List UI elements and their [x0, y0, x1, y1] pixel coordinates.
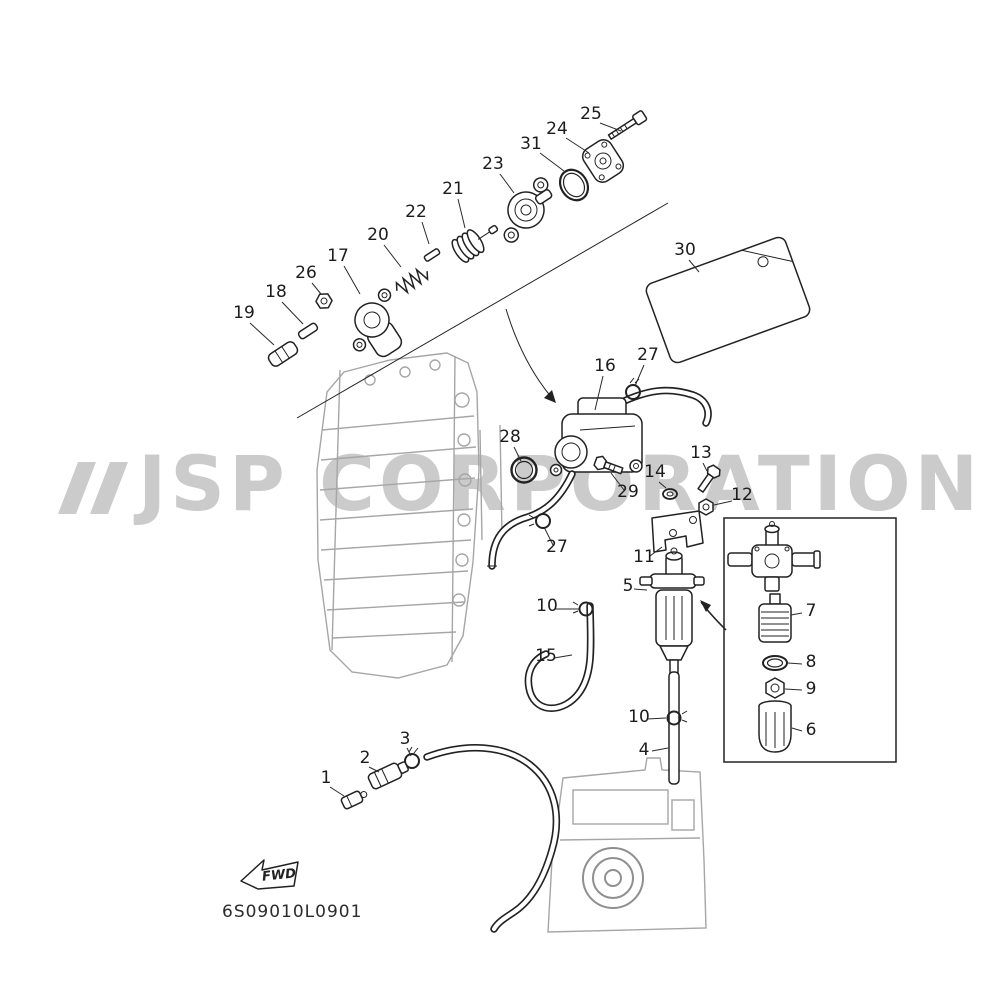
callout-7: 7 [806, 601, 817, 621]
callout-27-top: 27 [637, 345, 659, 365]
callout-25: 25 [580, 104, 602, 124]
callout-15: 15 [535, 646, 557, 666]
callout-26: 26 [295, 263, 317, 283]
plunger-19 [267, 341, 299, 367]
bolt-13 [697, 464, 721, 493]
callout-18: 18 [265, 282, 287, 302]
install-arrow [700, 600, 727, 631]
fuel-cock [727, 521, 821, 592]
fuel-hose-4 [668, 671, 680, 785]
callout-28: 28 [499, 427, 521, 447]
watermark: JSP CORPORATION [58, 439, 978, 528]
diaphragm-stack-21 [451, 224, 499, 263]
long-fuel-hose [423, 744, 561, 933]
gasket-31 [558, 168, 590, 202]
assembly-arrow [505, 308, 556, 403]
washer-14 [662, 488, 678, 500]
fwd-arrow: FWD [240, 859, 299, 890]
bracket-11 [651, 510, 704, 553]
callout-27-bottom: 27 [546, 537, 568, 557]
callout-9: 9 [806, 679, 817, 699]
callout-2: 2 [360, 748, 371, 768]
callout-5: 5 [623, 576, 634, 596]
callout-1: 1 [321, 768, 332, 788]
screw-25 [607, 110, 648, 140]
callout-11: 11 [633, 547, 655, 567]
callout-17: 17 [327, 246, 349, 266]
leader-lines [249, 122, 803, 797]
callout-20: 20 [367, 225, 389, 245]
drawing-code: 6S09010L0901 [222, 902, 362, 922]
fuel-filter-5 [639, 547, 705, 675]
joint-2 [367, 761, 409, 790]
hose-clamp-3 [404, 746, 420, 769]
callout-14: 14 [644, 462, 666, 482]
callout-31: 31 [520, 134, 542, 154]
callout-8: 8 [806, 652, 817, 672]
callout-6: 6 [806, 720, 817, 740]
callout-13: 13 [690, 443, 712, 463]
exploded-axis-line [296, 202, 669, 419]
callout-10-lower: 10 [628, 707, 650, 727]
lower-engine-section [547, 757, 707, 933]
screw-29 [593, 455, 624, 475]
nut-12 [698, 498, 714, 516]
hose-clamp-10-upper [572, 601, 594, 617]
callout-23: 23 [482, 154, 504, 174]
spring-20 [395, 267, 429, 295]
engine-block [316, 352, 503, 679]
callout-16: 16 [594, 356, 616, 376]
callout-21: 21 [442, 179, 464, 199]
pin-22 [423, 248, 441, 262]
callout-3: 3 [400, 729, 411, 749]
callout-10-upper: 10 [536, 596, 558, 616]
callouts: 25 24 31 23 21 22 20 17 26 18 19 30 16 2… [233, 104, 816, 788]
fwd-label: FWD [261, 866, 297, 884]
filter-element-7 [758, 593, 792, 643]
callout-4: 4 [639, 740, 650, 760]
callout-30: 30 [674, 240, 696, 260]
nut-9 [765, 677, 785, 699]
callout-24: 24 [546, 119, 568, 139]
pump-body-23 [503, 177, 553, 243]
hose-clamp-10-lower [666, 710, 688, 726]
o-ring-28 [510, 456, 538, 484]
callout-29: 29 [617, 482, 639, 502]
pump-bracket-17 [352, 288, 403, 358]
fuel-pump-16 [549, 386, 712, 477]
nut-26 [315, 293, 333, 309]
plate-30 [645, 236, 811, 364]
callout-22: 22 [405, 202, 427, 222]
fitting-1 [340, 790, 368, 810]
callout-12: 12 [731, 485, 753, 505]
fuel-hose-15 [524, 602, 595, 712]
filter-cup-6 [758, 700, 792, 753]
watermark-logo-icon [58, 462, 96, 514]
callout-19: 19 [233, 303, 255, 323]
hose-clamp-27-bottom [528, 513, 551, 529]
filter-detail-box [700, 517, 897, 763]
cover-24 [581, 139, 625, 183]
outlet-pipe [487, 470, 576, 570]
o-ring-8 [762, 655, 788, 671]
pin-18 [297, 322, 319, 340]
